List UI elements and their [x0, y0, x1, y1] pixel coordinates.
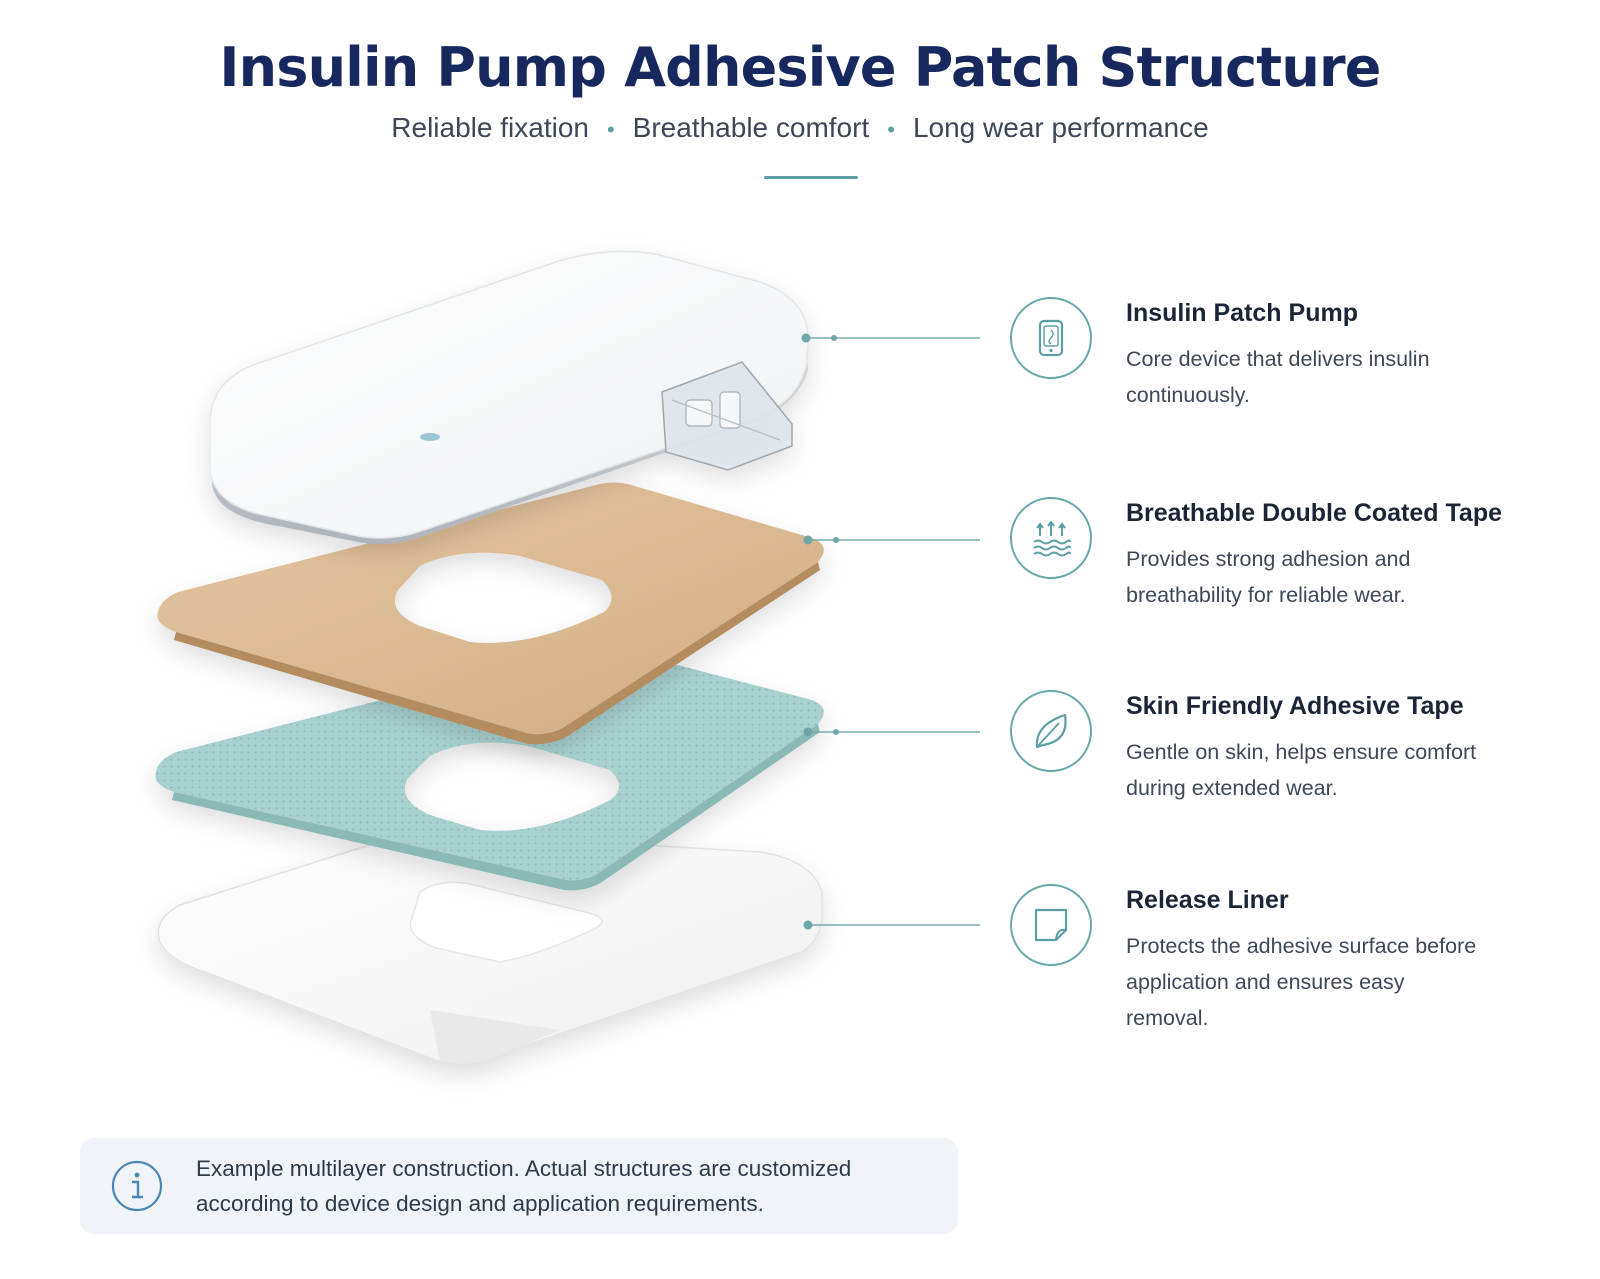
note-text: Example multilayer construction. Actual … [196, 1156, 852, 1216]
release-liner-illustration [157, 831, 823, 1065]
skin-friendly-tape-illustration [155, 646, 824, 891]
tagline-separator: • [887, 117, 895, 142]
pump-device-icon [1010, 297, 1092, 379]
peel-corner-icon [1010, 884, 1092, 966]
layer-title: Insulin Patch Pump [1126, 299, 1358, 327]
pump-illustration [209, 250, 809, 544]
leaf-icon [1010, 690, 1092, 772]
layer-description: Provides strong adhesion and breathabili… [1126, 547, 1411, 607]
layer-description: Gentle on skin, helps ensure comfort dur… [1126, 740, 1477, 800]
info-icon [111, 1160, 163, 1212]
layer-title: Skin Friendly Adhesive Tape [1126, 692, 1464, 720]
layer-title: Breathable Double Coated Tape [1126, 499, 1502, 527]
layer-description: Protects the adhesive surface before app… [1126, 934, 1477, 1030]
tagline-item: Reliable fixation [391, 112, 589, 143]
layer-description: Core device that delivers insulin contin… [1126, 347, 1430, 407]
layer-title: Release Liner [1126, 886, 1289, 914]
tagline: Reliable fixation • Breathable comfort • Lon… [0, 112, 1600, 144]
breathable-tape-illustration [157, 482, 824, 745]
tagline-item: Long wear performance [912, 112, 1209, 143]
tagline-separator: • [606, 117, 615, 142]
disclaimer-note: Example multilayer construction. Actual … [80, 1138, 958, 1234]
title-divider [764, 176, 858, 179]
tagline-item: Breathable comfort [632, 112, 870, 143]
breathability-icon [1010, 497, 1092, 579]
page-title: Insulin Pump Adhesive Patch Structure [219, 36, 1381, 99]
leader-lines [801, 333, 980, 930]
